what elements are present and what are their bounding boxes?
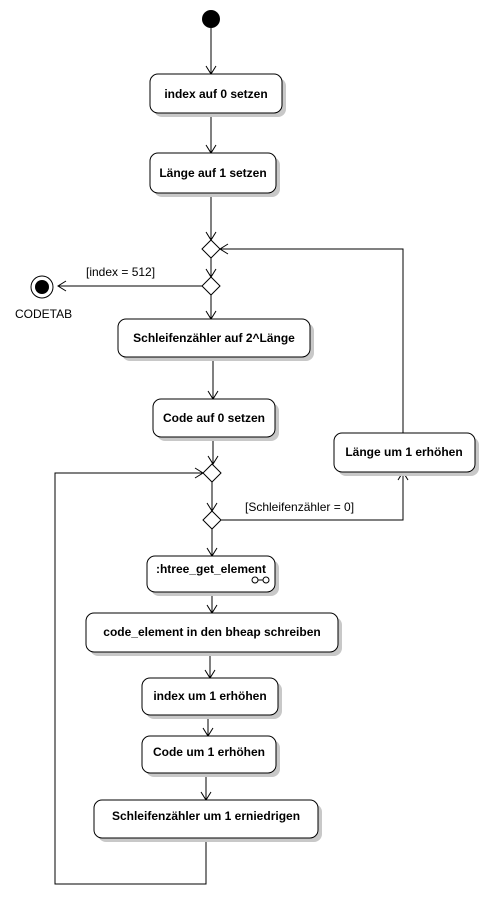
arrowhead — [207, 455, 219, 465]
action-label: index auf 0 setzen — [164, 87, 267, 101]
merge-node-inner-loop — [202, 463, 222, 483]
action-bheap-write: code_element in den bheap schreiben — [85, 612, 342, 656]
action-laenge-eins: Länge auf 1 setzen — [149, 152, 280, 197]
rake-icon — [251, 576, 270, 584]
guard-index-full: [index = 512] — [86, 265, 155, 279]
action-label: Code auf 0 setzen — [163, 411, 265, 425]
decision-node-index — [201, 276, 221, 296]
action-label: Länge auf 1 setzen — [159, 166, 266, 180]
action-label: Code um 1 erhöhen — [153, 745, 265, 759]
action-index-inc: index um 1 erhöhen — [141, 677, 282, 719]
activity-final-node — [30, 275, 54, 299]
flow-decision2-to-laenge-inc — [221, 472, 404, 521]
action-index-null: index auf 0 setzen — [149, 73, 286, 117]
action-label: :htree_get_element — [156, 562, 266, 576]
action-schleife-dec: Schleifenzähler um 1 erniedrigen — [93, 799, 322, 842]
action-label: index um 1 erhöhen — [153, 689, 266, 703]
action-label: Länge um 1 erhöhen — [345, 445, 462, 459]
action-schleife-set: Schleifenzähler auf 2^Länge — [117, 318, 314, 361]
action-laenge-inc: Länge um 1 erhöhen — [333, 432, 479, 476]
action-label: Schleifenzähler auf 2^Länge — [133, 331, 295, 345]
merge-node-outer-loop — [201, 239, 221, 259]
decision-node-loop-counter — [202, 510, 222, 530]
control-flows — [54, 28, 404, 885]
arrowhead — [57, 280, 67, 292]
action-label: Schleifenzähler um 1 erniedrigen — [112, 809, 300, 823]
initial-node — [202, 10, 220, 28]
flow-schleifedec-back-to-merge2 — [54, 472, 207, 885]
action-code-null: Code auf 0 setzen — [152, 398, 279, 441]
action-label: code_element in den bheap schreiben — [103, 625, 320, 639]
flow-laenge-inc-back-to-merge1 — [220, 248, 404, 433]
final-node-label: CODETAB — [15, 307, 72, 321]
guard-loop-done: [Schleifenzähler = 0] — [245, 500, 354, 514]
action-code-inc: Code um 1 erhöhen — [141, 735, 280, 777]
action-htree-call: :htree_get_element — [146, 555, 279, 596]
